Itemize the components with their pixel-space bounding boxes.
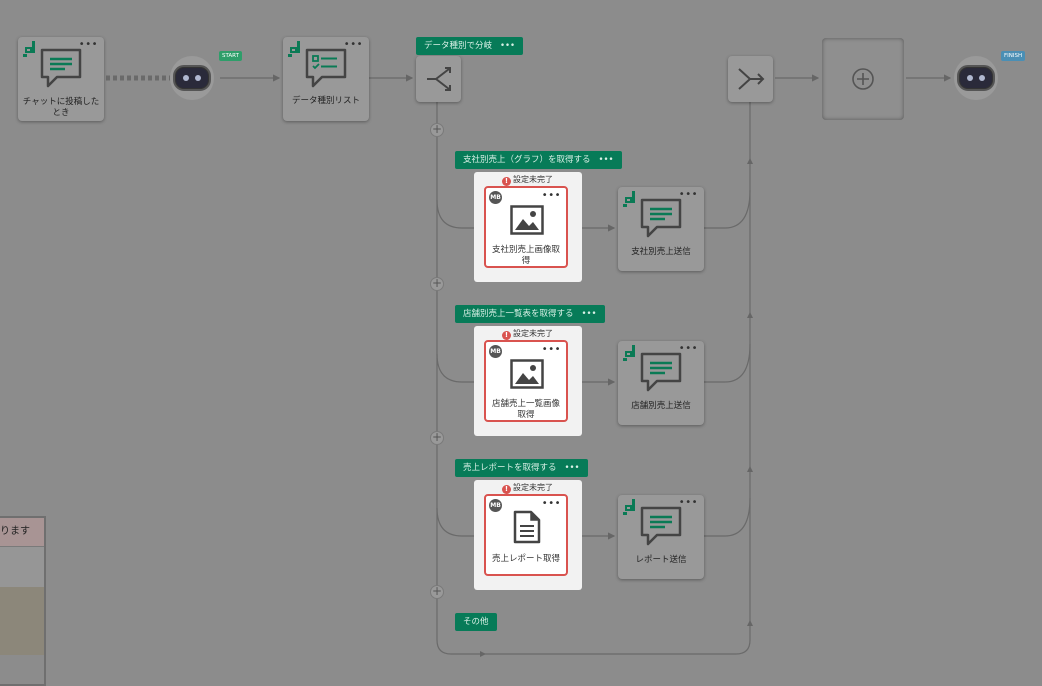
- branch-header-label: データ種別で分岐: [424, 41, 493, 51]
- robot-icon: [173, 65, 211, 91]
- more-menu-icon[interactable]: •••: [598, 155, 614, 165]
- start-badge: START: [219, 51, 242, 61]
- more-menu-icon[interactable]: •••: [678, 497, 698, 508]
- add-branch-button[interactable]: +: [430, 584, 444, 599]
- side-panel-header: ります: [0, 518, 44, 547]
- send-node[interactable]: ••• レポート送信: [618, 495, 704, 579]
- start-robot[interactable]: [170, 56, 214, 100]
- chat-icon: [640, 352, 682, 392]
- document-icon: [513, 510, 541, 544]
- robot-icon: [957, 65, 995, 91]
- plugin-badge-icon: MB: [489, 345, 502, 358]
- more-menu-icon[interactable]: •••: [541, 190, 561, 201]
- warning-icon: !: [502, 177, 511, 186]
- app-logo-icon: [23, 41, 35, 57]
- condition-tag-other[interactable]: その他: [455, 613, 497, 631]
- app-logo-icon: [623, 345, 635, 361]
- more-menu-icon[interactable]: •••: [500, 41, 516, 51]
- finish-badge: FINISH: [1001, 51, 1026, 61]
- action-card[interactable]: MB ••• 店舗売上一覧画像取得: [484, 340, 568, 422]
- action-card-wrapper: !設定未完了 MB ••• 売上レポート取得: [474, 480, 582, 590]
- warning-text: 設定未完了: [513, 483, 553, 492]
- condition-label: 売上レポートを取得する: [463, 463, 557, 473]
- node-label: チャットに投稿したとき: [22, 97, 100, 118]
- branch-merge-node[interactable]: [728, 56, 773, 102]
- branch-header-tag[interactable]: データ種別で分岐 •••: [416, 37, 524, 55]
- warning-icon: !: [502, 485, 511, 494]
- condition-tag[interactable]: 店舗別売上一覧表を取得する •••: [455, 305, 605, 323]
- chat-icon: [40, 48, 82, 88]
- config-warning: !設定未完了: [502, 174, 553, 186]
- config-warning: !設定未完了: [502, 482, 553, 494]
- merge-icon: [738, 68, 765, 90]
- plugin-badge-icon: MB: [489, 499, 502, 512]
- condition-label: その他: [463, 617, 489, 627]
- more-menu-icon[interactable]: •••: [541, 344, 561, 355]
- plugin-badge-icon: MB: [489, 191, 502, 204]
- image-icon: [510, 359, 544, 389]
- action-card[interactable]: MB ••• 支社別売上画像取得: [484, 186, 568, 268]
- side-panel-row[interactable]: [0, 587, 44, 655]
- data-list-node[interactable]: ••• データ種別リスト: [283, 37, 369, 121]
- add-branch-button[interactable]: +: [430, 276, 444, 291]
- send-node[interactable]: ••• 店舗別売上送信: [618, 341, 704, 425]
- more-menu-icon[interactable]: •••: [564, 463, 580, 473]
- card-label: 支社別売上画像取得: [491, 245, 560, 266]
- chat-icon: [640, 506, 682, 546]
- app-logo-icon: [288, 41, 300, 57]
- card-label: 店舗売上一覧画像取得: [491, 399, 560, 420]
- action-card[interactable]: MB ••• 売上レポート取得: [484, 494, 568, 576]
- action-card-wrapper: !設定未完了 MB ••• 支社別売上画像取得: [474, 172, 582, 282]
- warning-text: 設定未完了: [513, 175, 553, 184]
- warning-text: 設定未完了: [513, 329, 553, 338]
- finish-robot[interactable]: [954, 56, 998, 100]
- condition-tag[interactable]: 売上レポートを取得する •••: [455, 459, 588, 477]
- condition-label: 支社別売上（グラフ）を取得する: [463, 155, 591, 165]
- more-menu-icon[interactable]: •••: [581, 309, 597, 319]
- checklist-icon: [305, 48, 347, 88]
- image-icon: [510, 205, 544, 235]
- add-branch-button[interactable]: +: [430, 122, 444, 137]
- action-card-wrapper: !設定未完了 MB ••• 店舗売上一覧画像取得: [474, 326, 582, 436]
- more-menu-icon[interactable]: •••: [678, 189, 698, 200]
- side-panel-row[interactable]: [0, 547, 44, 587]
- add-branch-button[interactable]: +: [430, 430, 444, 445]
- branch-split-node[interactable]: [416, 56, 461, 102]
- side-panel[interactable]: ります: [0, 516, 46, 686]
- app-logo-icon: [623, 191, 635, 207]
- config-warning: !設定未完了: [502, 328, 553, 340]
- more-menu-icon[interactable]: •••: [541, 498, 561, 509]
- node-label: レポート送信: [635, 555, 687, 565]
- node-label: 支社別売上送信: [631, 247, 691, 257]
- more-menu-icon[interactable]: •••: [343, 39, 363, 50]
- more-menu-icon[interactable]: •••: [78, 39, 98, 50]
- condition-tag[interactable]: 支社別売上（グラフ）を取得する •••: [455, 151, 622, 169]
- split-icon: [427, 67, 451, 91]
- add-step-placeholder[interactable]: [822, 38, 904, 120]
- card-label: 売上レポート取得: [491, 554, 560, 564]
- trigger-node[interactable]: ••• チャットに投稿したとき: [18, 37, 104, 121]
- warning-icon: !: [502, 331, 511, 340]
- more-menu-icon[interactable]: •••: [678, 343, 698, 354]
- add-circle-icon: [852, 68, 874, 90]
- condition-label: 店舗別売上一覧表を取得する: [463, 309, 574, 319]
- node-label: データ種別リスト: [291, 96, 360, 106]
- send-node[interactable]: ••• 支社別売上送信: [618, 187, 704, 271]
- node-label: 店舗別売上送信: [631, 401, 691, 411]
- app-logo-icon: [623, 499, 635, 515]
- chat-icon: [640, 198, 682, 238]
